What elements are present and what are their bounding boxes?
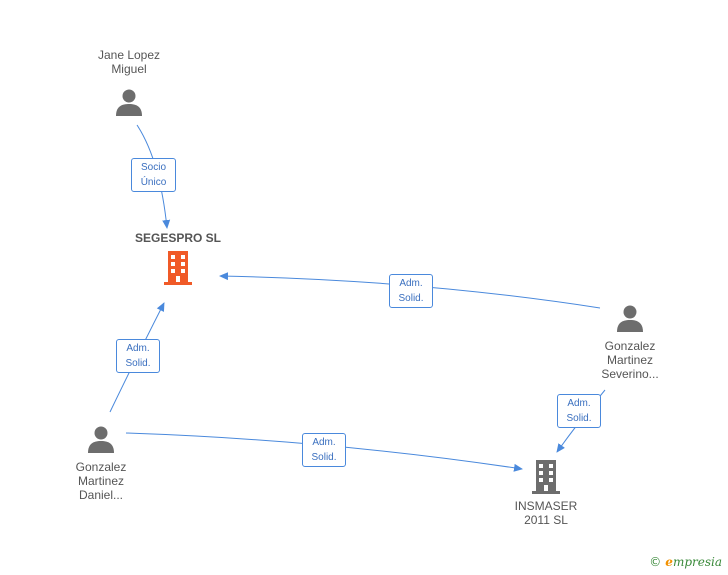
edge-label-adm-solid-severino-segespro[interactable]: Adm. Solid. bbox=[389, 274, 433, 308]
edge-label-adm-solid-daniel-insmaser[interactable]: Adm. Solid. bbox=[302, 433, 346, 467]
person-icon bbox=[617, 305, 643, 332]
node-name-line: SEGESPRO SL bbox=[134, 231, 222, 245]
building-icon bbox=[164, 251, 192, 285]
brand-watermark: ©empresia bbox=[649, 555, 722, 569]
edge-label-line: Adm. bbox=[567, 398, 591, 409]
node-name-line: Martinez bbox=[606, 353, 653, 367]
node-name-line: 2011 SL bbox=[524, 513, 568, 527]
brand-name: mpresia bbox=[672, 555, 722, 569]
copyright-symbol: © bbox=[649, 555, 662, 569]
edge-label-line: Adm. bbox=[126, 343, 150, 354]
edge-label-line: Adm. bbox=[399, 278, 423, 289]
node-name-line: Gonzalez bbox=[75, 460, 127, 474]
building-icon bbox=[532, 460, 560, 494]
node-name-line: INSMASER bbox=[514, 499, 578, 513]
person-icon bbox=[88, 426, 114, 453]
edge-label-adm-solid-severino-insmaser[interactable]: Adm. Solid. bbox=[557, 394, 601, 428]
node-name-line: Martinez bbox=[77, 474, 124, 488]
edge-label-line: Solid. bbox=[311, 452, 337, 463]
edge-label-line: Solid. bbox=[566, 413, 592, 424]
node-name-line: Jane Lopez bbox=[97, 48, 161, 62]
edge-label-line: Adm. bbox=[312, 437, 336, 448]
edge-label-line: Único bbox=[140, 177, 167, 188]
edge-label-line: Solid. bbox=[125, 358, 151, 369]
edge-label-socio-unico[interactable]: Socio Único bbox=[131, 158, 176, 192]
edge-label-line: Solid. bbox=[398, 293, 424, 304]
edge-label-adm-solid-daniel-segespro[interactable]: Adm. Solid. bbox=[116, 339, 160, 373]
node-name-line: Severino... bbox=[601, 367, 659, 381]
node-company-segespro[interactable]: SEGESPRO SL bbox=[118, 231, 238, 286]
node-company-insmaser[interactable]: INSMASER 2011 SL bbox=[496, 459, 596, 527]
node-person-gonzalez-martinez-severino[interactable]: Gonzalez Martinez Severino... bbox=[580, 303, 680, 381]
brand-initial: e bbox=[665, 555, 673, 569]
node-name-line: Miguel bbox=[111, 62, 147, 76]
person-icon bbox=[116, 89, 142, 116]
node-person-gonzalez-martinez-daniel[interactable]: Gonzalez Martinez Daniel... bbox=[51, 424, 151, 502]
node-name-line: Gonzalez bbox=[604, 339, 656, 353]
node-name-line: Daniel... bbox=[78, 488, 124, 502]
edge-label-line: Socio bbox=[140, 162, 166, 173]
node-person-jane-lopez-miguel[interactable]: Jane Lopez Miguel bbox=[79, 48, 179, 117]
